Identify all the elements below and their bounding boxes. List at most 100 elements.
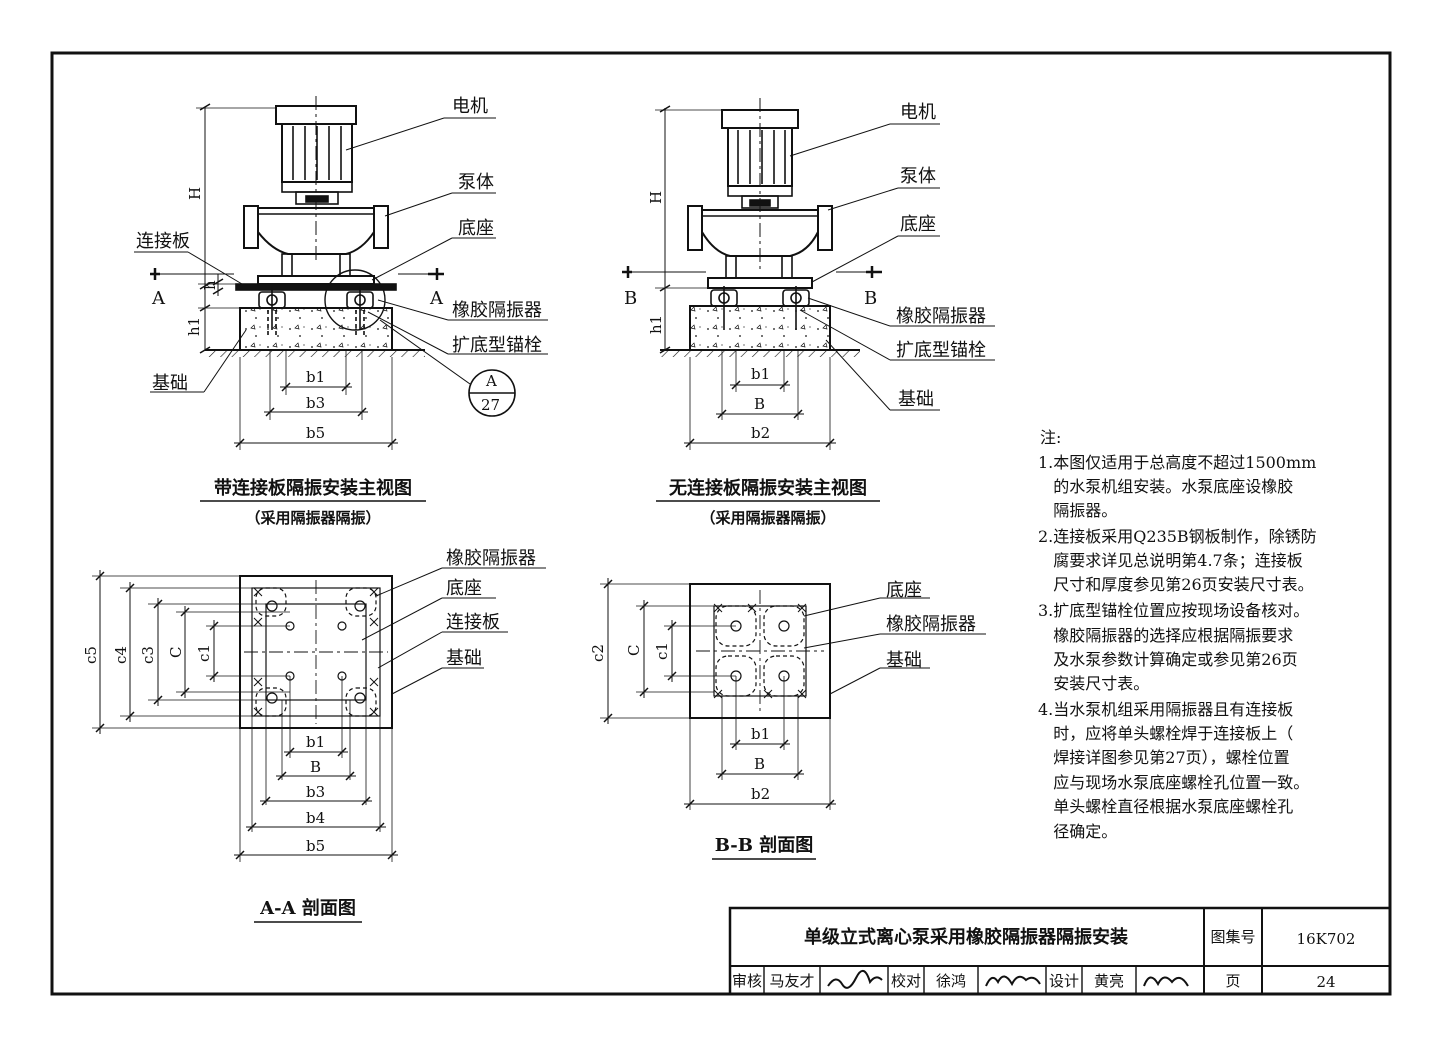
detail-ref-top: A <box>485 372 497 390</box>
note-line: 单头螺栓直径根据水泵底座螺栓孔 <box>1038 797 1293 816</box>
notes-heading: 注: <box>1040 428 1061 447</box>
reviewer-name: 马友才 <box>769 972 814 990</box>
label-foundation-sb: 基础 <box>886 650 922 671</box>
atlas-label: 图集号 <box>1210 928 1255 946</box>
checker-signature <box>985 975 1041 987</box>
label-rubber-isolator-a: 橡胶隔振器 <box>452 300 542 321</box>
dim-b1-sb: b1 <box>751 725 770 743</box>
notes: 注: 1.本图仅适用于总高度不超过1500mm 的水泵机组安装。水泵底座设橡胶 … <box>1038 428 1317 841</box>
label-connecting-plate-a: 连接板 <box>136 231 190 252</box>
note-line: 焊接详图参见第27页），螺栓位置 <box>1038 748 1290 767</box>
note-line: 及水泵参数计算确定或参见第26页 <box>1038 650 1298 669</box>
note-line: 橡胶隔振器的选择应根据隔振要求 <box>1038 626 1293 645</box>
note-line: 的水泵机组安装。水泵底座设橡胶 <box>1038 477 1293 496</box>
subtitle-front-view-b: （采用隔振器隔振） <box>700 509 835 527</box>
label-motor-b: 电机 <box>900 102 936 123</box>
section-mark-a-right: A <box>429 288 444 309</box>
dim-b3-sa: b3 <box>306 783 325 801</box>
page-label: 页 <box>1225 972 1240 990</box>
note-line: 隔振器。 <box>1038 501 1117 520</box>
label-rubber-isolator-sb: 橡胶隔振器 <box>886 614 976 635</box>
dim-b2-b: b2 <box>751 424 770 442</box>
dim-b3-a: b3 <box>306 394 325 412</box>
atlas-number: 16K702 <box>1297 930 1356 948</box>
section-a-plan <box>92 567 546 862</box>
check-label: 校对 <box>891 972 921 990</box>
dim-c3-sa: c3 <box>139 646 157 664</box>
note-line: 腐要求详见总说明第4.7条；连接板 <box>1038 551 1303 570</box>
section-a-text: 橡胶隔振器 底座 连接板 基础 c5 c4 c3 C c1 b1 B b3 b4… <box>82 548 536 923</box>
title-section-a: A-A 剖面图 <box>259 897 356 919</box>
dim-b4-sa: b4 <box>306 809 325 827</box>
note-line: 时，应将单头螺栓焊于连接板上（ <box>1038 724 1293 743</box>
dim-B-b: B <box>754 395 765 413</box>
dim-B-sb: B <box>754 755 765 773</box>
design-label: 设计 <box>1049 972 1079 990</box>
title-block-text: 单级立式离心泵采用橡胶隔振器隔振安装 图集号 16K702 审核 马友才 校对 … <box>732 926 1355 991</box>
note-line: 径确定。 <box>1038 822 1117 841</box>
dim-h1-b: h1 <box>647 315 665 334</box>
label-anchor-bolt-a: 扩底型锚栓 <box>452 335 542 356</box>
label-foundation-sa: 基础 <box>446 648 482 669</box>
dim-c2-sb: c2 <box>589 644 607 662</box>
section-b-plan <box>600 578 986 810</box>
sheet-border <box>50 51 1392 996</box>
dim-C-sa: C <box>167 647 185 658</box>
front-view-a-text: 电机 泵体 底座 连接板 橡胶隔振器 扩底型锚栓 基础 A A H h h1 b… <box>136 96 542 527</box>
subtitle-front-view-a: （采用隔振器隔振） <box>245 509 380 527</box>
dim-h1-a: h1 <box>185 317 203 336</box>
page-number: 24 <box>1316 973 1335 991</box>
dim-b1-a: b1 <box>306 368 325 386</box>
title-front-view-a: 带连接板隔振安装主视图 <box>214 477 412 499</box>
dim-b2-sb: b2 <box>751 785 770 803</box>
title-block <box>728 906 1392 996</box>
note-line: 4.当水泵机组采用隔振器且有连接板 <box>1038 700 1293 719</box>
dim-c1-sa: c1 <box>195 644 213 662</box>
dim-b5-a: b5 <box>306 424 325 442</box>
dim-h-a: h <box>201 280 219 290</box>
section-b-text: 底座 橡胶隔振器 基础 c2 C c1 b1 B b2 B-B 剖面图 <box>589 580 976 860</box>
note-line: 安装尺寸表。 <box>1038 674 1149 693</box>
section-mark-a-left: A <box>151 288 166 309</box>
label-pump-body-a: 泵体 <box>458 172 494 193</box>
note-line: 3.扩底型锚栓位置应按现场设备核对。 <box>1038 601 1309 620</box>
label-rubber-isolator-b: 橡胶隔振器 <box>896 306 986 327</box>
front-view-b <box>622 98 995 450</box>
dim-b1-sa: b1 <box>306 733 325 751</box>
checker-name: 徐鸿 <box>936 972 966 990</box>
label-base-b: 底座 <box>900 214 936 235</box>
label-base-sa: 底座 <box>446 578 482 599</box>
designer-signature <box>1143 976 1189 987</box>
dim-b1-b: b1 <box>751 365 770 383</box>
dim-B-sa: B <box>310 758 321 776</box>
drawing-title: 单级立式离心泵采用橡胶隔振器隔振安装 <box>804 926 1128 948</box>
title-front-view-b: 无连接板隔振安装主视图 <box>669 477 867 499</box>
note-line: 应与现场水泵底座螺栓孔位置一致。 <box>1038 773 1309 792</box>
section-mark-b-left: B <box>624 288 637 309</box>
section-mark-b-right: B <box>864 288 877 309</box>
front-view-b-text: 电机 泵体 底座 橡胶隔振器 扩底型锚栓 基础 B B H h1 b1 B b2… <box>624 102 986 527</box>
label-foundation-a: 基础 <box>152 373 188 394</box>
dim-c1-sb: c1 <box>653 642 671 660</box>
label-foundation-b: 基础 <box>898 389 934 410</box>
label-pump-body-b: 泵体 <box>900 166 936 187</box>
dim-C-sb: C <box>625 645 643 656</box>
dim-c4-sa: c4 <box>112 646 130 664</box>
front-view-a <box>134 96 548 450</box>
dim-H-a: H <box>186 187 204 200</box>
dim-c5-sa: c5 <box>82 646 100 664</box>
designer-name: 黄亮 <box>1094 972 1124 990</box>
dim-b5-sa: b5 <box>306 837 325 855</box>
label-motor-a: 电机 <box>452 96 488 117</box>
note-line: 2.连接板采用Q235B钢板制作，除锈防 <box>1038 527 1317 546</box>
detail-ref-bottom: 27 <box>481 396 500 414</box>
review-label: 审核 <box>732 972 762 990</box>
label-base-sb: 底座 <box>886 580 922 601</box>
label-base-a: 底座 <box>458 218 494 239</box>
title-section-b: B-B 剖面图 <box>715 834 814 856</box>
note-line: 尺寸和厚度参见第26页安装尺寸表。 <box>1038 575 1314 594</box>
reviewer-signature <box>827 970 883 989</box>
label-anchor-bolt-b: 扩底型锚栓 <box>896 340 986 361</box>
label-connecting-plate-sa: 连接板 <box>446 612 500 633</box>
